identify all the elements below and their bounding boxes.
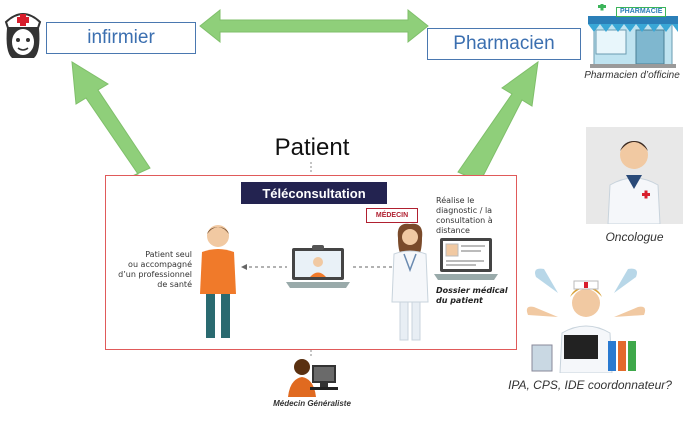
doctor-note-line-1: Réalise le [436,196,475,205]
coordinator-caption: IPA, CPS, IDE coordonnateur? [508,378,672,392]
patient-figure [200,225,236,338]
pharmacien-officine-caption: Pharmacien d’officine [584,70,680,81]
patient-note-line-2: ou accompagné [128,260,192,269]
pharmacy-sign: PHARMACIE [616,7,667,17]
medical-record-laptop-icon [434,238,498,280]
video-call-laptop-icon [286,245,350,288]
record-line-2: du patient [436,296,483,305]
patient-title: Patient [274,134,350,161]
patient-note-line-3: d’un professionnel [118,270,192,279]
teleconsultation-frame: Téléconsultation Patient seul ou accompa… [105,175,517,350]
patient-note-line-4: de santé [157,280,192,289]
doctor-note: Réalise le diagnostic / la consultation … [436,196,514,236]
arrow-patient-to-pharmacist [457,60,539,183]
arrow-patient-to-nurse [71,61,151,179]
doctor-figure [391,223,429,341]
medecin-badge: MÉDECIN [366,208,418,223]
pharmacy-icon: PHARMACIE [588,2,678,68]
doctor-note-line-3: consultation à [436,216,493,225]
infirmier-box: infirmier [46,22,196,54]
oncologue-caption: Oncologue [605,230,664,244]
infirmier-label: infirmier [87,27,155,48]
pharmacien-label: Pharmacien [453,33,555,54]
doctor-note-line-4: distance [436,226,470,235]
patient-note-line-1: Patient seul [145,250,192,259]
medecin-generaliste-caption: Médecin Généraliste [273,399,351,408]
pharmacien-box: Pharmacien [427,28,581,60]
oncologue-picture [586,127,683,225]
teleconsultation-banner: Téléconsultation [241,182,387,204]
patient-note: Patient seul ou accompagné d’un professi… [112,250,192,290]
record-line-1: Dossier médical [436,286,508,295]
medical-record-caption: Dossier médical du patient [436,286,514,306]
medecin-generaliste-icon [288,359,338,397]
nurse-icon [4,13,42,58]
double-arrow-nurse-pharmacist [199,8,429,44]
coordinator-picture [524,263,648,374]
doctor-note-line-2: diagnostic / la [436,206,493,215]
